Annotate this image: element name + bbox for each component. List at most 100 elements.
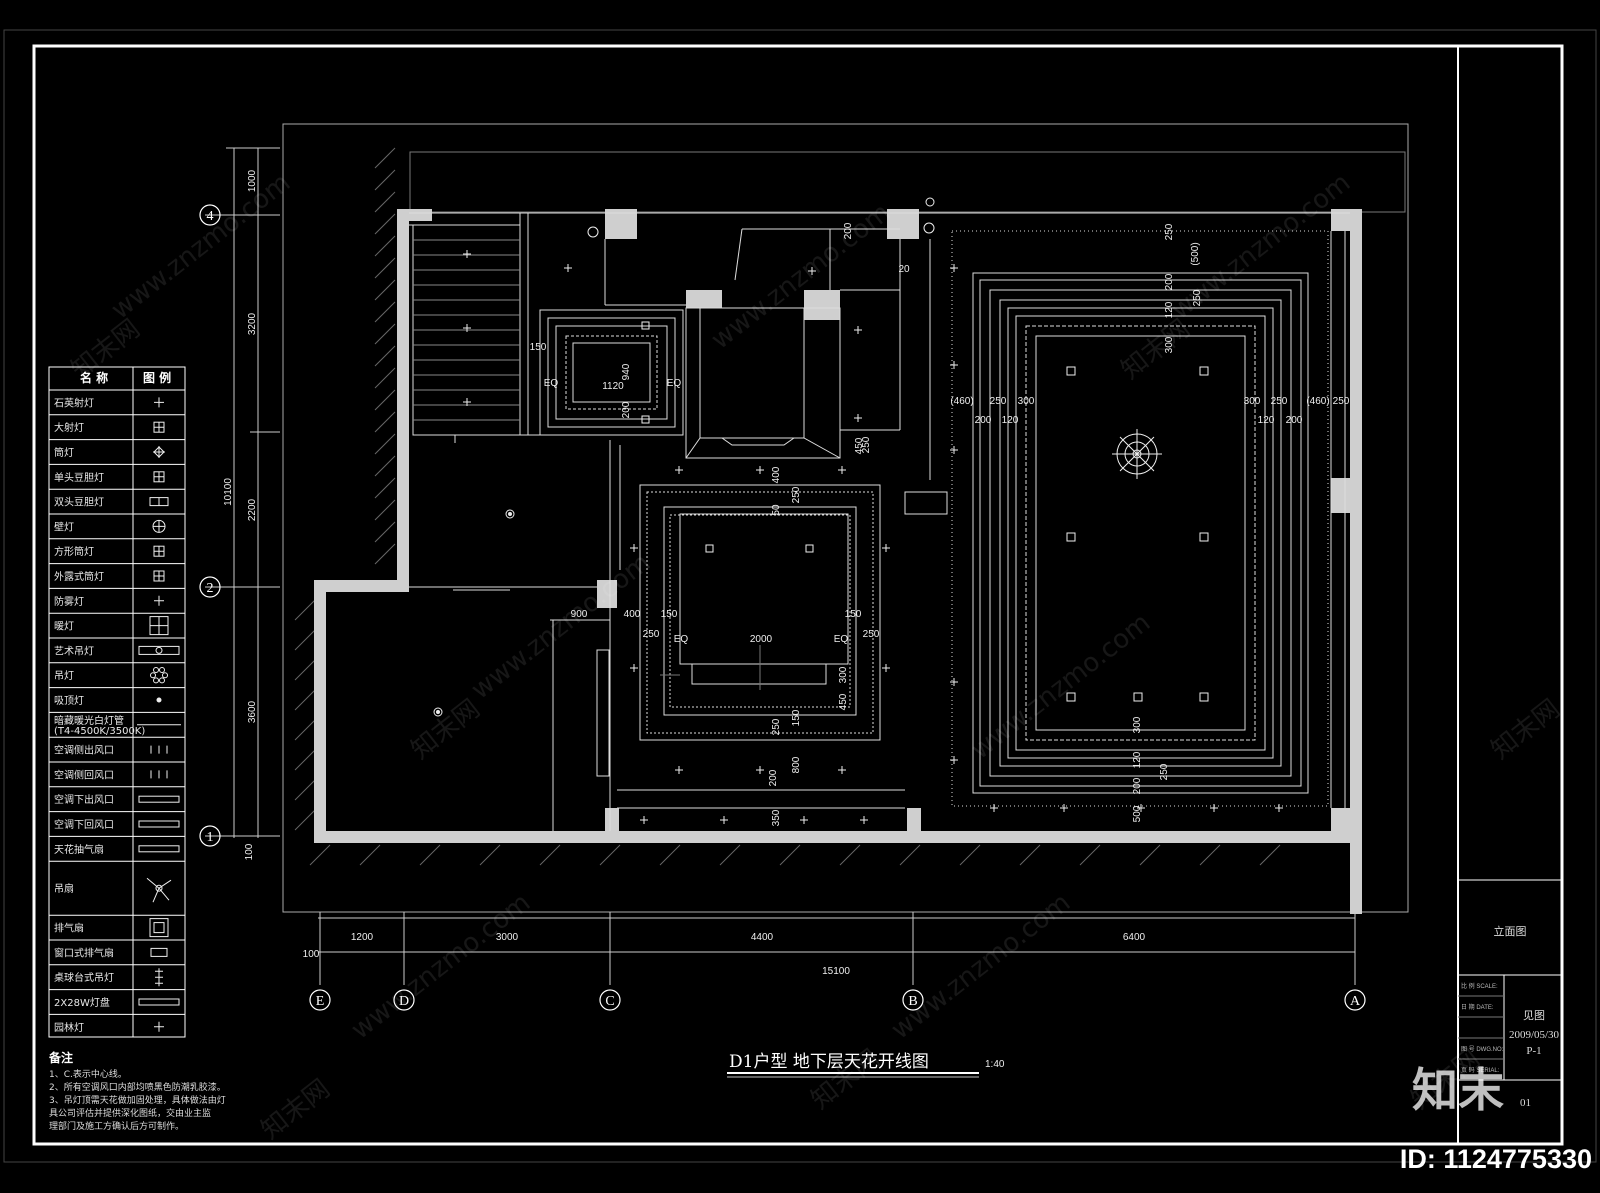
panel-icon: [138, 998, 180, 1006]
grid-square-icon: [153, 421, 165, 433]
svg-text:300: 300: [1132, 716, 1143, 733]
flower-icon: [150, 667, 168, 684]
svg-text:www.znzmo.com: www.znzmo.com: [466, 548, 656, 706]
svg-text:900: 900: [571, 609, 588, 620]
svg-text:300: 300: [1164, 336, 1175, 353]
svg-text:知末网: 知末网: [1486, 694, 1566, 766]
svg-text:940: 940: [621, 363, 632, 380]
dim-left-5: 100: [244, 843, 255, 860]
svg-text:500: 500: [1132, 805, 1143, 822]
legend-item-label: 空调下回风口: [54, 818, 114, 831]
svg-text:450: 450: [854, 437, 865, 454]
legend-item-label: 艺术吊灯: [54, 645, 94, 657]
svg-text:EQ: EQ: [544, 378, 559, 389]
axis-row-1: 1: [207, 830, 214, 845]
tb-extra: 01: [1520, 1097, 1531, 1109]
legend-item-label: 空调侧回风口: [54, 768, 114, 781]
svg-text:150: 150: [845, 609, 862, 620]
svg-text:知末网: 知末网: [406, 694, 486, 766]
svg-text:300: 300: [1018, 396, 1035, 407]
tb-see: 见图: [1523, 1009, 1545, 1022]
small-coffer: [539, 309, 684, 436]
circle-cross-icon: [152, 519, 166, 533]
axis-col-e: E: [316, 994, 325, 1009]
svg-text:www.znzmo.com: www.znzmo.com: [966, 608, 1156, 766]
svg-text:200: 200: [1286, 415, 1303, 426]
legend-header-name: 名 称: [80, 370, 108, 385]
diamond-cross-icon: [153, 446, 165, 458]
tb-scale-label: 比 例 SCALE:: [1461, 982, 1498, 990]
dimension-lines: [205, 147, 1356, 985]
plan-dimensions: 200 20 250 (500) 200 250 120 300 (460) 2…: [530, 222, 1350, 826]
svg-text:200: 200: [768, 769, 779, 786]
axis-col-d: D: [399, 994, 409, 1009]
legend-item-label: 石英射灯: [54, 396, 94, 409]
svg-text:250: 250: [990, 396, 1007, 407]
svg-text:800: 800: [791, 756, 802, 773]
drawing-title: D1户型 地下层天花开线图: [729, 1052, 929, 1072]
legend-item-label: 吊灯: [54, 670, 74, 682]
bar-double-icon: [138, 795, 180, 803]
legend-item-label: 筒灯: [54, 446, 74, 459]
legend-item-label: 吸顶灯: [54, 695, 84, 707]
partitions: [409, 212, 1350, 831]
legend-item-label: 园林灯: [54, 1021, 84, 1034]
dim-bottom-total: 15100: [822, 966, 850, 977]
svg-text:www.znzmo.com: www.znzmo.com: [106, 168, 296, 326]
svg-text:150: 150: [661, 609, 678, 620]
small-box-icon: [150, 947, 168, 957]
tb-date-label: 日 期 DATE:: [1461, 1003, 1494, 1011]
bar-arrows-icon: [138, 820, 180, 828]
drawing-scale: 1:40: [985, 1059, 1005, 1070]
svg-text:250: 250: [863, 629, 880, 640]
legend-item-label: 暗藏暖光白灯管: [54, 714, 124, 727]
note-line-2: 2、所有空调风口内部均喷黑色防潮乳胶漆。: [49, 1081, 226, 1093]
svg-text:250: 250: [1164, 223, 1175, 240]
plus-star-icon: [154, 595, 164, 606]
square-cross-icon: [153, 545, 165, 557]
legend-item-label: 空调下出风口: [54, 793, 114, 806]
axis-col-b: B: [908, 994, 917, 1009]
tb-dwg-label: 图 号 DWG.NO:: [1461, 1046, 1504, 1053]
brand-logo: 知末: [1412, 1063, 1504, 1117]
legend-item-label: 暖灯: [54, 620, 74, 633]
bar-circle-icon: [138, 645, 180, 655]
boxed-square-icon: [153, 471, 165, 483]
legend-item-label: 空调侧出风口: [54, 744, 114, 757]
svg-text:250: 250: [861, 436, 872, 453]
svg-text:200: 200: [975, 415, 992, 426]
svg-text:400: 400: [771, 466, 782, 483]
triple-icon: [155, 968, 163, 987]
legend-item-label: 单头豆胆灯: [54, 472, 104, 484]
sheet-border: [32, 44, 1564, 1146]
arrows-up-icon: [150, 745, 168, 754]
bar-fan-icon: [138, 845, 180, 853]
chandelier-rosette: [1112, 429, 1162, 479]
notes: 备注 1、C.表示中心线。 2、所有空调风口内部均喷黑色防潮乳胶漆。 3、吊灯顶…: [48, 1050, 226, 1132]
ceiling-fan-icon: [146, 877, 172, 903]
fan-box-icon: [149, 918, 169, 938]
ceiling-fixtures: [433, 197, 1283, 824]
grid-axis-bubbles: [199, 204, 1366, 1011]
svg-text:450: 450: [838, 693, 849, 710]
legend-item-label: 方形筒灯: [54, 545, 94, 558]
legend-item-label: 天花抽气扇: [54, 843, 104, 856]
legend-item-label: 双头豆胆灯: [54, 497, 104, 509]
svg-text:350: 350: [771, 809, 782, 826]
legend-item-label: 排气扇: [54, 922, 84, 935]
dim-left-4: 3600: [247, 700, 258, 723]
dim-bottom-4: 6400: [1123, 932, 1146, 943]
tb-date: 2009/05/30: [1509, 1029, 1560, 1041]
axis-row-2: 2: [207, 581, 214, 596]
legend-item-label: 窗口式排气扇: [54, 946, 114, 959]
tb-label: 立面图: [1494, 924, 1527, 938]
svg-text:www.znzmo.com: www.znzmo.com: [706, 198, 896, 356]
svg-text:200: 200: [1132, 777, 1143, 794]
arrows-down-icon: [150, 770, 168, 779]
wall-hatch: [294, 147, 1281, 866]
svg-text:120: 120: [1132, 751, 1143, 768]
notes-title: 备注: [48, 1050, 73, 1065]
svg-text:120: 120: [1164, 301, 1175, 318]
note-line-1: 1、C.表示中心线。: [49, 1068, 127, 1080]
